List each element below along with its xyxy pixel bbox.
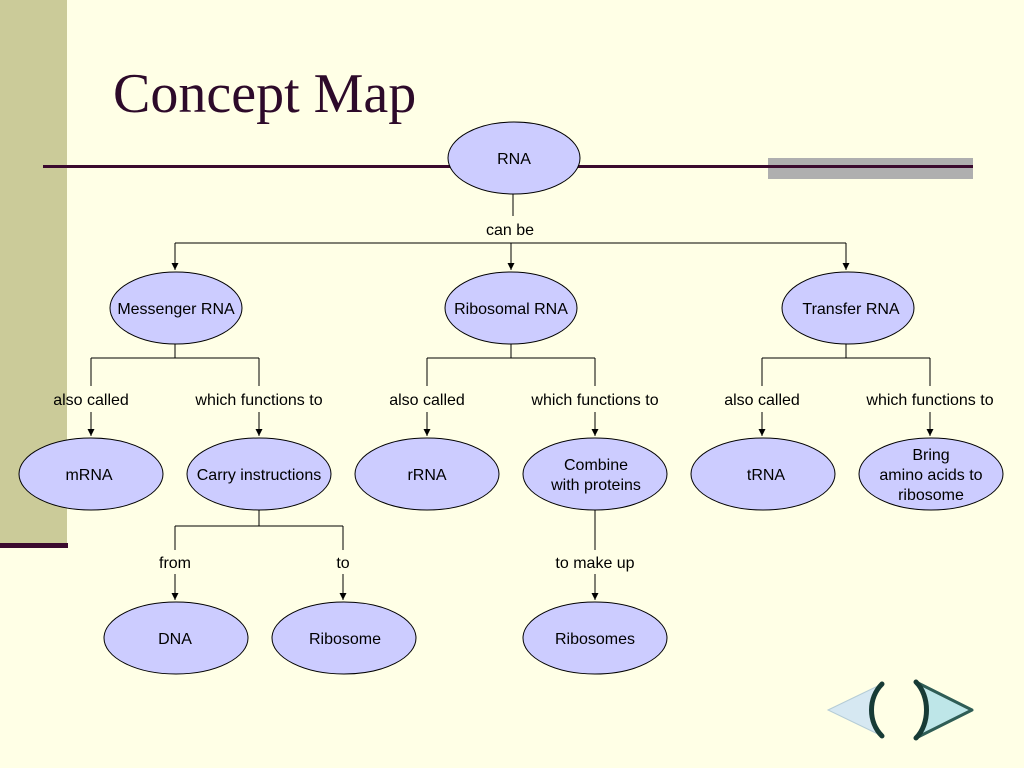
node-label-line: Bring <box>912 447 949 464</box>
node-label-line: Ribosome <box>309 631 381 648</box>
link-label-messenger-also-called: also called <box>53 392 129 409</box>
svg-text:tRNA: tRNA <box>747 467 786 484</box>
node-rrna: rRNA <box>354 437 500 511</box>
node-label-line: Messenger RNA <box>117 301 235 318</box>
slide-title: Concept Map <box>113 63 417 125</box>
node-trna: tRNA <box>690 437 836 511</box>
next-slide-button[interactable] <box>906 676 978 744</box>
node-rna: RNA <box>447 121 581 195</box>
node-carry-instructions: Carry instructions <box>186 437 332 511</box>
node-ribosome: Ribosome <box>271 601 417 675</box>
node-transfer-rna: Transfer RNA <box>781 271 915 345</box>
link-label-to: to <box>336 555 349 572</box>
link-label-to-make-up: to make up <box>555 555 634 572</box>
node-label-line: amino acids to <box>879 467 982 484</box>
svg-text:Ribosomes: Ribosomes <box>555 631 635 648</box>
node-label-line: RNA <box>497 151 531 168</box>
node-mrna: mRNA <box>18 437 164 511</box>
link-label-from: from <box>159 555 191 572</box>
node-label-line: Combine <box>564 457 628 474</box>
title-divider-accent <box>768 158 973 179</box>
node-label-line: rRNA <box>407 467 446 484</box>
node-messenger-rna: Messenger RNA <box>109 271 243 345</box>
node-dna: DNA <box>103 601 249 675</box>
svg-text:RNA: RNA <box>497 151 531 168</box>
node-label-line: Ribosomes <box>555 631 635 648</box>
node-ribosomal-rna: Ribosomal RNA <box>444 271 578 345</box>
node-bring-amino-acids: Bring amino acids to ribosome <box>858 437 1004 511</box>
node-label-line: Carry instructions <box>197 467 321 484</box>
title-divider-accent-line <box>768 165 973 168</box>
link-label-transfer-functions: which functions to <box>865 392 993 409</box>
connector-lines <box>87 194 934 600</box>
node-label-line: mRNA <box>65 467 112 484</box>
next-arrow-icon <box>913 679 974 741</box>
node-label-line: ribosome <box>898 487 964 504</box>
node-label-line: tRNA <box>747 467 786 484</box>
node-label-line: Ribosomal RNA <box>454 301 568 318</box>
svg-text:DNA: DNA <box>158 631 192 648</box>
node-label-line: DNA <box>158 631 192 648</box>
link-label-messenger-functions: which functions to <box>194 392 322 409</box>
svg-text:Transfer RNA: Transfer RNA <box>802 301 900 318</box>
link-label-ribosomal-functions: which functions to <box>530 392 658 409</box>
link-label-transfer-also-called: also called <box>724 392 800 409</box>
svg-text:mRNA: mRNA <box>65 467 112 484</box>
svg-text:Carry instructions: Carry instructions <box>197 467 321 484</box>
svg-text:Ribosome: Ribosome <box>309 631 381 648</box>
node-ribosomes: Ribosomes <box>522 601 668 675</box>
svg-text:Messenger RNA: Messenger RNA <box>117 301 235 318</box>
svg-text:rRNA: rRNA <box>407 467 446 484</box>
node-combine-with-proteins: Combine with proteins <box>522 437 668 511</box>
node-label-line: with proteins <box>550 477 641 494</box>
node-label-line: Transfer RNA <box>802 301 900 318</box>
previous-slide-button[interactable] <box>824 678 890 742</box>
left-accent-bar-base <box>0 543 68 548</box>
link-label-ribosomal-also-called: also called <box>389 392 465 409</box>
link-label-can-be: can be <box>486 222 534 239</box>
svg-text:Ribosomal RNA: Ribosomal RNA <box>454 301 568 318</box>
previous-arrow-icon <box>826 681 885 739</box>
